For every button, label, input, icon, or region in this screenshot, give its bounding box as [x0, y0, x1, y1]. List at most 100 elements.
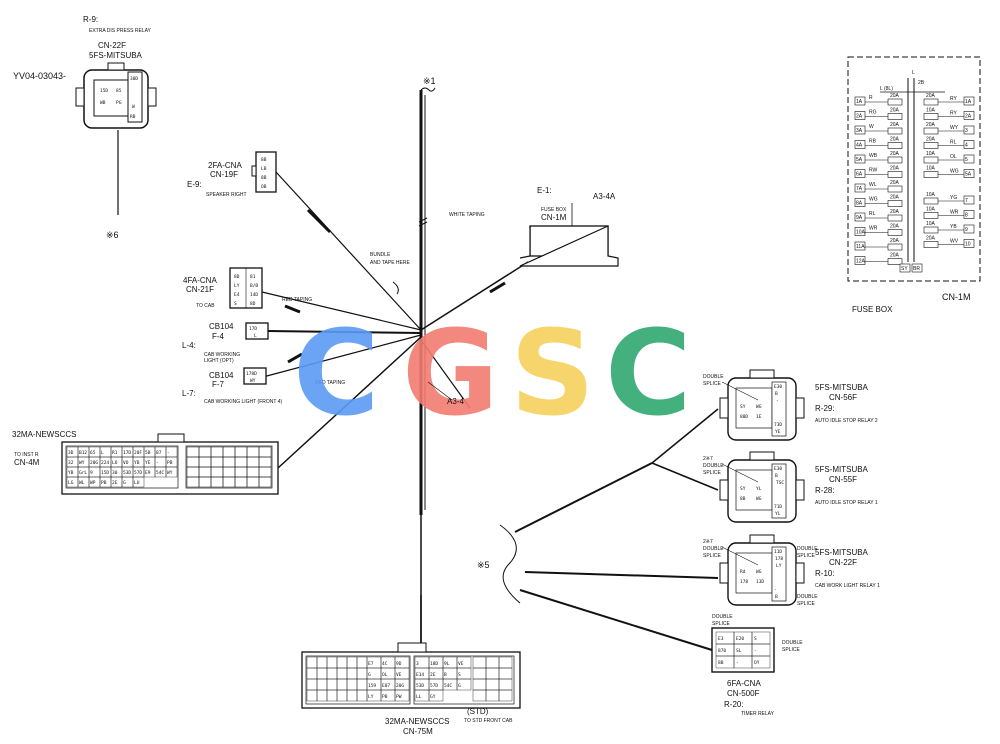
double-splice-label: SPLICE	[703, 553, 721, 559]
cn4m-pin: 32	[68, 460, 74, 466]
relay-r9-pin: WB	[100, 100, 106, 106]
fuse-rating: 10A	[926, 192, 936, 198]
cn75m-pin: 57D	[430, 683, 438, 689]
watermark-letter: S	[510, 304, 595, 442]
watermark-letter: G	[402, 304, 499, 442]
relay-pin: 11D	[774, 549, 782, 555]
cn19f-pin: LB	[261, 166, 267, 172]
cn75m-pin: LL	[416, 694, 422, 700]
cn75m-pin: 18D	[430, 661, 438, 667]
relay-pin: -	[774, 588, 777, 593]
cn75m-pin: 53D	[416, 683, 424, 689]
cn4m-pin: WY	[79, 460, 85, 466]
fuse-right-pin: 5A	[965, 172, 972, 178]
cn4m-pin: LG	[68, 480, 74, 486]
cn75m-pin: E7	[368, 661, 374, 667]
relay-desc: AUTO IDLE STOP RELAY 1	[815, 500, 878, 506]
relay-pin: 8B	[740, 496, 746, 502]
fuse-wire-color: W	[869, 124, 874, 130]
f4-conn: F-4	[212, 332, 225, 341]
fuse-top-pin: L	[912, 70, 915, 76]
cn21f-pin: 14D	[250, 292, 258, 298]
watermark-letter: C	[605, 304, 692, 442]
fuse-rating: 20A	[890, 224, 900, 230]
cn4m-pin: YB	[134, 460, 140, 466]
mark-5: ※5	[477, 560, 490, 570]
relay-pin: TSC	[776, 480, 784, 486]
cn4m-pin: -	[167, 451, 170, 456]
fuse-wire-color: RB	[869, 139, 877, 145]
relay-pin: Rd	[740, 569, 746, 575]
f4-desc: CAB WORKING	[204, 352, 240, 358]
fuse-left-pin: 9A	[856, 215, 863, 221]
cn75m-pin: G	[368, 672, 371, 678]
bundle-label: BUNDLE	[370, 252, 391, 258]
f4-pin: L	[254, 333, 257, 339]
relay-pin: SY	[740, 486, 746, 492]
fuse-right-pin: 1A	[965, 99, 972, 105]
cn4m-pin: -	[156, 461, 159, 466]
double-splice-label: DOUBLE	[797, 594, 818, 600]
relay-r9-pin: PG	[116, 100, 122, 106]
f4-type: CB104	[209, 322, 234, 331]
cn4m-pin: 57D	[134, 470, 142, 476]
double-splice-label: DOUBLE	[797, 546, 818, 552]
fuse-top-pin: 2B	[918, 80, 925, 86]
relay-r9-ref: R-9:	[83, 15, 98, 24]
cn4m-pin: 20G	[90, 460, 98, 466]
fuse-rating: 20A	[890, 122, 900, 128]
fuse-top-pin: L (8L)	[880, 86, 893, 92]
fuse-rating: 10A	[926, 151, 936, 157]
relay-desc: CAB WORK LIGHT RELAY 1	[815, 583, 880, 589]
cn4m-pin: WY	[167, 470, 173, 476]
fuse-wire-color: RL	[869, 211, 876, 217]
cn4m-pin: 65	[90, 450, 96, 456]
cn21f-pin: 8D	[234, 274, 240, 280]
fuse-right-pin: 7	[965, 198, 968, 204]
fuse-wire-color: WL	[869, 182, 877, 188]
cn4m-pin: 5B	[145, 450, 151, 456]
fuse-rating: 10A	[926, 166, 936, 172]
fuse-box-title: FUSE BOX	[852, 305, 893, 314]
cn75m-pin: B	[444, 672, 447, 678]
cn75m-pin: 9D	[396, 661, 402, 667]
fuse-rating: 20A	[890, 151, 900, 157]
relay-pin: WG	[756, 404, 762, 410]
relay-pin: E30	[774, 466, 782, 472]
cn75m-pin: E14	[416, 672, 424, 678]
relay-pin: B	[775, 391, 778, 397]
cn21f-pin: B/B	[250, 283, 258, 289]
double-splice-label: SPLICE	[703, 381, 721, 387]
fuse-rating: 20A	[926, 93, 936, 99]
relay-pin: 870	[718, 648, 726, 654]
relay-desc: TIMER RELAY	[741, 711, 775, 717]
fuse-left-pin: 5A	[856, 157, 863, 163]
double-splice-label: DOUBLE	[703, 374, 724, 380]
cn19f-pin: 8B	[261, 175, 267, 181]
e1-ref: E-1:	[537, 186, 552, 195]
double-splice-label: DOUBLE	[703, 546, 724, 552]
fuse-left-pin: 7A	[856, 186, 863, 192]
cn75m-desc: TO STD FRONT CAB	[464, 718, 513, 724]
fuse-right-pin: 8	[965, 213, 968, 219]
fuse-rating: 20A	[890, 238, 900, 244]
relay-pin: B	[775, 473, 778, 479]
relay-pin: WG	[756, 496, 762, 502]
fuse-rating: 20A	[890, 137, 900, 143]
cn4m-pin: L	[101, 450, 104, 456]
fuse-wire-color: RW	[869, 168, 878, 174]
relay-conn: CN-56F	[829, 393, 857, 402]
connector-cn21f: 4FA-CNA CN-21F TO CAB 8D 81 LY B/B E4 14…	[183, 267, 312, 309]
double-splice-label: SPLICE	[703, 470, 721, 476]
relay-pin: SL	[736, 648, 742, 654]
fuse-wire-color: WG	[950, 169, 959, 175]
cn21f-pin: E4	[234, 292, 240, 298]
relay-pin: -	[776, 399, 779, 404]
harness-wires	[117, 87, 719, 651]
relay-r9: R-9: EXTRA DIS PRESS RELAY CN-22F 5FS-MI…	[13, 15, 157, 240]
